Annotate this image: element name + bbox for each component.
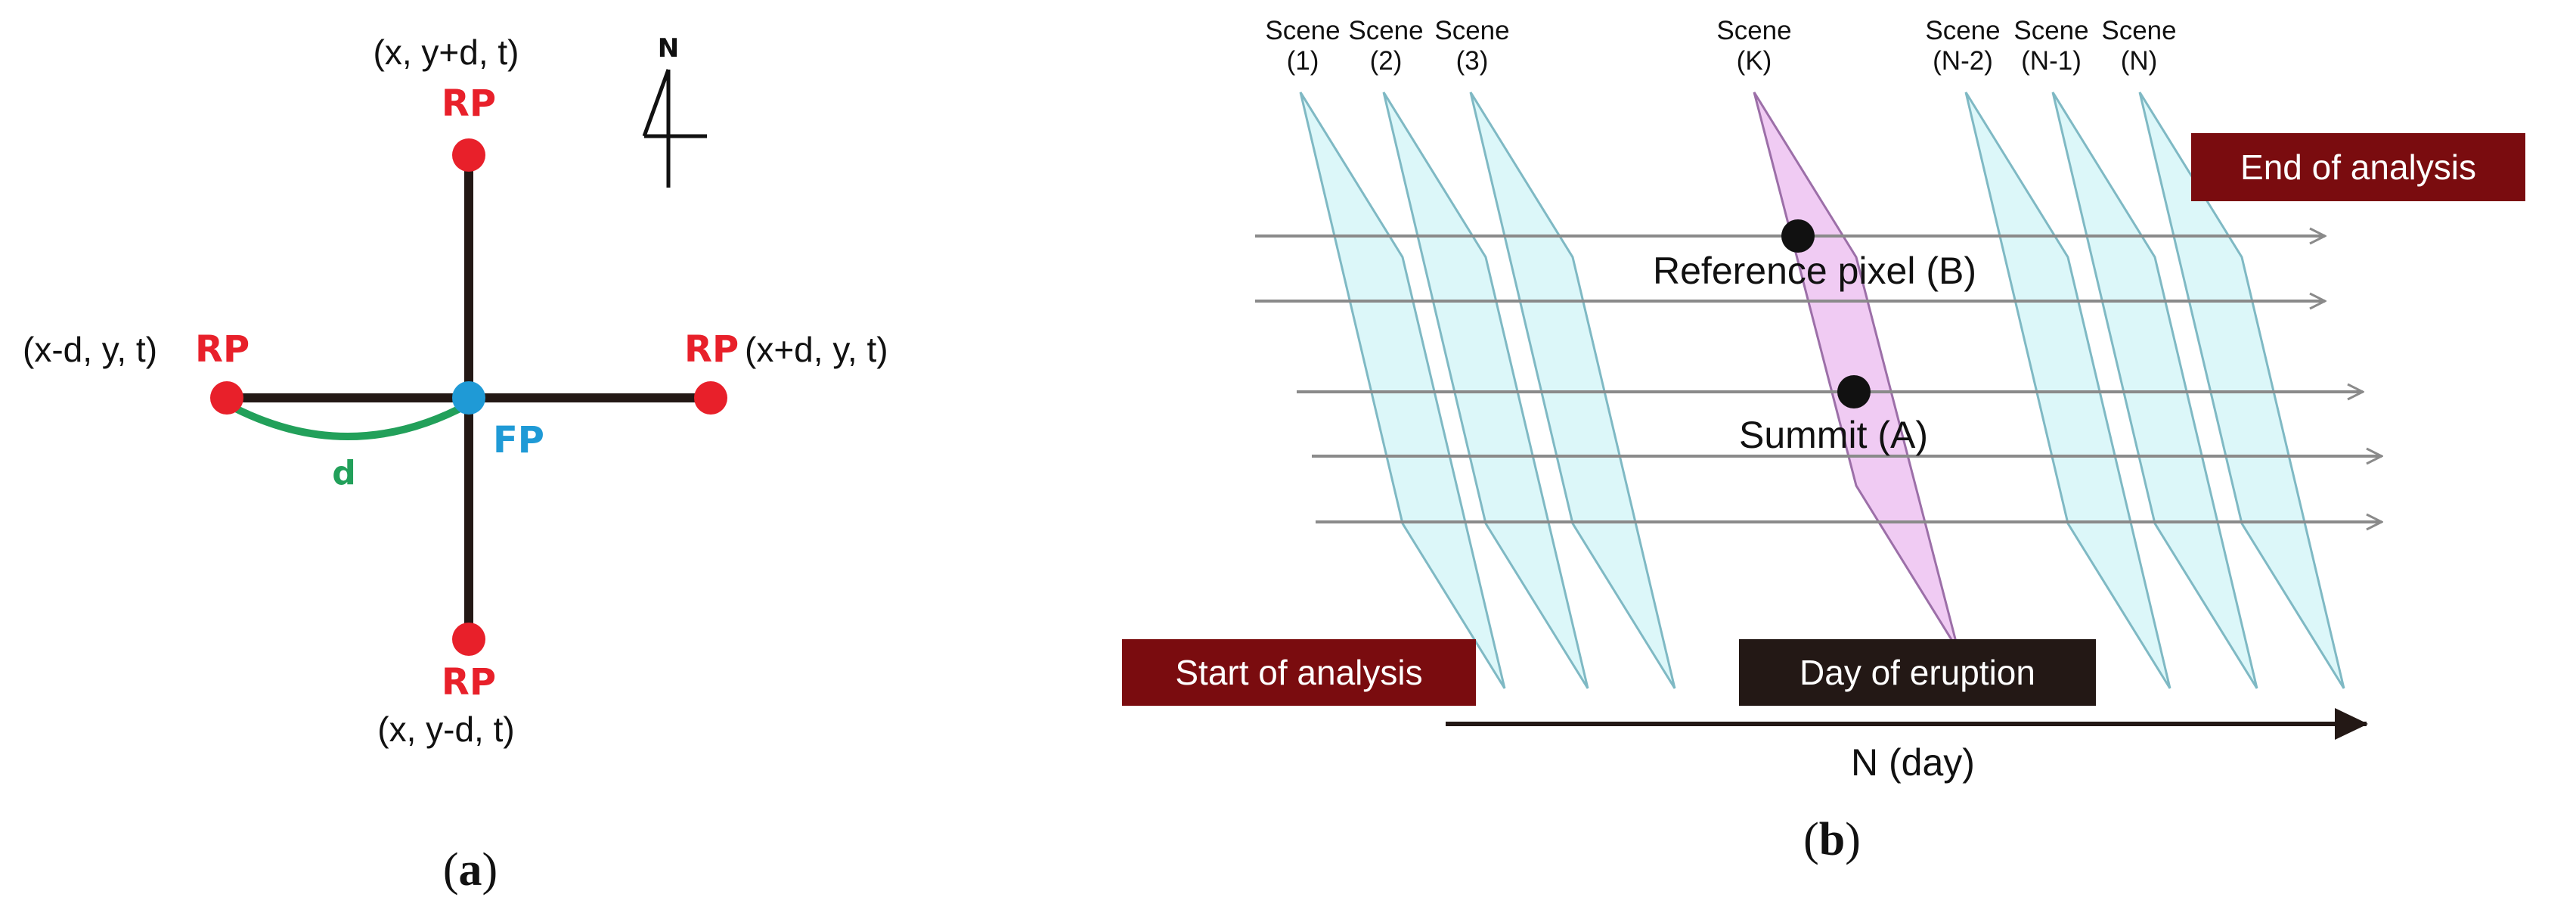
scene-plane-k (1753, 92, 1960, 651)
scene-label-3: Scene(3) (1434, 16, 1509, 76)
coord-label-top: (x, y+d, t) (374, 33, 519, 72)
start-of-analysis-box (1122, 639, 1476, 706)
rp-point-bottom (452, 623, 485, 656)
coord-label-bottom: (x, y-d, t) (377, 710, 514, 749)
scene-label-1: Scene(1) (1265, 16, 1340, 76)
panel-a: d RP (x, y+d, t) RP (x, y-d, t) (x-d, y,… (23, 33, 888, 896)
rp-label-bottom: RP (442, 661, 496, 703)
north-arrow-icon: N (642, 33, 707, 188)
scene-label-2: Scene(2) (1348, 16, 1423, 76)
distance-arc (223, 400, 473, 440)
day-of-eruption-label: Day of eruption (1799, 653, 2035, 692)
coord-label-left: (x-d, y, t) (23, 330, 157, 369)
rp-point-top (452, 138, 485, 172)
scene-label-n2: Scene(N-2) (1925, 16, 2000, 76)
coord-label-right: (x+d, y, t) (745, 330, 888, 369)
scene-labels: Scene(1) Scene(2) Scene(3) Scene(K) Scen… (1265, 16, 2176, 76)
caption-b: (b) (1803, 814, 1861, 865)
rp-point-left (210, 381, 243, 415)
rp-point-right (694, 381, 727, 415)
fp-label: FP (493, 419, 544, 461)
reference-pixel-point (1781, 219, 1815, 253)
caption-a: (a) (443, 844, 498, 896)
end-of-analysis-box (2191, 133, 2525, 201)
fp-point (452, 381, 485, 415)
time-axis-label: N (day) (1851, 741, 1975, 784)
start-of-analysis-label: Start of analysis (1175, 653, 1422, 692)
scene-label-n1: Scene(N-1) (2013, 16, 2088, 76)
rp-label-left: RP (195, 328, 250, 371)
summit-point (1837, 375, 1871, 408)
scene-label-n: Scene(N) (2101, 16, 2176, 76)
rp-label-right: RP (684, 328, 739, 371)
panel-b: Scene(1) Scene(2) Scene(3) Scene(K) Scen… (1122, 16, 2525, 865)
time-flow-lines (1255, 236, 2382, 522)
reference-pixel-label: Reference pixel (B) (1653, 250, 1976, 292)
rp-label-top: RP (442, 82, 496, 125)
end-of-analysis-label: End of analysis (2240, 148, 2476, 187)
scene-label-k: Scene(K) (1716, 16, 1791, 76)
day-of-eruption-box (1739, 639, 2096, 706)
summit-label: Summit (A) (1739, 414, 1928, 456)
distance-label: d (332, 454, 356, 492)
north-label: N (658, 33, 679, 64)
